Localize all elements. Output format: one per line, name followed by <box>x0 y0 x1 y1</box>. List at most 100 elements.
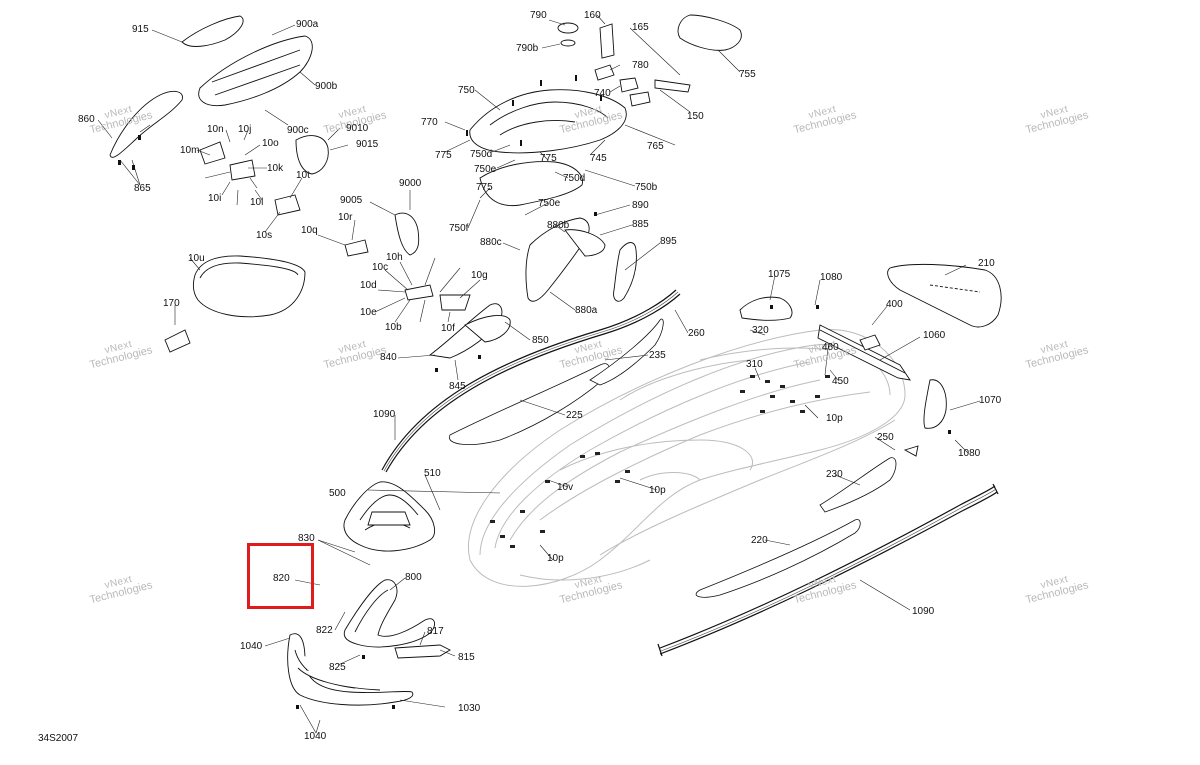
part-label[interactable]: 1040 <box>304 731 327 742</box>
part-label[interactable]: 880c <box>480 237 502 248</box>
part-label[interactable]: 817 <box>427 626 444 637</box>
part-label[interactable]: 1090 <box>373 409 396 420</box>
part-label[interactable]: 320 <box>752 325 769 336</box>
part-label[interactable]: 10d <box>360 280 377 291</box>
part-label[interactable]: 815 <box>458 652 475 663</box>
part-label[interactable]: 400 <box>886 299 903 310</box>
part-label[interactable]: 160 <box>584 10 601 21</box>
part-label[interactable]: 1080 <box>958 448 981 459</box>
part-label[interactable]: 10h <box>386 252 403 263</box>
part-label[interactable]: 750d <box>563 173 586 184</box>
part-label[interactable]: 750e <box>538 198 561 209</box>
part-label[interactable]: 830 <box>298 533 315 544</box>
part-label[interactable]: 10q <box>301 225 318 236</box>
part-label[interactable]: 790 <box>530 10 547 21</box>
part-label[interactable]: 890 <box>632 200 649 211</box>
part-label[interactable]: 230 <box>826 469 843 480</box>
part-label[interactable]: 10b <box>385 322 402 333</box>
part-label[interactable]: 9005 <box>340 195 363 206</box>
part-label[interactable]: 765 <box>647 141 664 152</box>
part-label[interactable]: 900c <box>287 125 309 136</box>
part-label[interactable]: 250 <box>877 432 894 443</box>
upper-left-parts <box>109 15 511 359</box>
part-label[interactable]: 750b <box>635 182 658 193</box>
part-label[interactable]: 845 <box>449 381 466 392</box>
part-label[interactable]: 915 <box>132 24 149 35</box>
part-label[interactable]: 170 <box>163 298 180 309</box>
part-label[interactable]: 1040 <box>240 641 263 652</box>
part-label[interactable]: 745 <box>590 153 607 164</box>
part-label[interactable]: 1070 <box>979 395 1002 406</box>
part-label[interactable]: 165 <box>632 22 649 33</box>
part-label[interactable]: 840 <box>380 352 397 363</box>
part-label[interactable]: 310 <box>746 359 763 370</box>
part-label[interactable]: 850 <box>532 335 549 346</box>
part-label[interactable]: 885 <box>632 219 649 230</box>
part-label[interactable]: 9010 <box>346 123 369 134</box>
part-label[interactable]: 10f <box>441 323 455 334</box>
part-label[interactable]: 225 <box>566 410 583 421</box>
part-label[interactable]: 750e <box>474 164 497 175</box>
part-label[interactable]: 740 <box>594 88 611 99</box>
part-label[interactable]: 1060 <box>923 330 946 341</box>
part-label[interactable]: 895 <box>660 236 677 247</box>
part-label[interactable]: 900a <box>296 19 319 30</box>
part-label[interactable]: 775 <box>476 182 493 193</box>
part-label[interactable]: 880b <box>547 220 570 231</box>
front-bumper <box>287 579 451 706</box>
part-label[interactable]: 10s <box>256 230 273 241</box>
part-label[interactable]: 10v <box>557 482 574 493</box>
part-label[interactable]: 755 <box>739 69 756 80</box>
part-label[interactable]: 10j <box>238 124 252 135</box>
part-label[interactable]: 460 <box>822 342 839 353</box>
part-label[interactable]: 10k <box>267 163 284 174</box>
part-label[interactable]: 750 <box>458 85 475 96</box>
part-label[interactable]: 865 <box>134 183 151 194</box>
part-label[interactable]: 10p <box>649 485 666 496</box>
part-label[interactable]: 775 <box>435 150 452 161</box>
part-label[interactable]: 1080 <box>820 272 843 283</box>
part-label[interactable]: 9015 <box>356 139 379 150</box>
part-label[interactable]: 10p <box>826 413 843 424</box>
part-label[interactable]: 1030 <box>458 703 481 714</box>
part-label[interactable]: 10e <box>360 307 377 318</box>
part-label[interactable]: 450 <box>832 376 849 387</box>
part-label[interactable]: 10n <box>207 124 224 135</box>
part-label[interactable]: 880a <box>575 305 598 316</box>
part-label[interactable]: 10g <box>471 270 488 281</box>
part-label[interactable]: 10m <box>180 145 200 156</box>
part-label[interactable]: 10l <box>250 197 264 208</box>
part-label[interactable]: 220 <box>751 535 768 546</box>
part-label[interactable]: 750f <box>449 223 469 234</box>
part-label[interactable]: 9000 <box>399 178 422 189</box>
part-label[interactable]: 10t <box>296 170 310 181</box>
part-label[interactable]: 10p <box>547 553 564 564</box>
part-label[interactable]: 822 <box>316 625 333 636</box>
part-label[interactable]: 800 <box>405 572 422 583</box>
part-label[interactable]: 210 <box>978 258 995 269</box>
part-label[interactable]: 500 <box>329 488 346 499</box>
part-label[interactable]: 825 <box>329 662 346 673</box>
part-label[interactable]: 790b <box>516 43 539 54</box>
part-label[interactable]: 235 <box>649 350 666 361</box>
part-label[interactable]: 780 <box>632 60 649 71</box>
part-label[interactable]: 1090 <box>912 606 935 617</box>
part-label[interactable]: 750d <box>470 149 493 160</box>
part-label-highlighted[interactable]: 820 <box>273 573 290 584</box>
part-label[interactable]: 10c <box>372 262 389 273</box>
leader-lines <box>97 14 981 734</box>
part-label[interactable]: 10u <box>188 253 205 264</box>
part-label[interactable]: 10i <box>208 193 222 204</box>
diagram-code: 34S2007 <box>38 733 79 744</box>
part-label[interactable]: 10o <box>262 138 279 149</box>
part-label[interactable]: 1075 <box>768 269 791 280</box>
part-label[interactable]: 775 <box>540 153 557 164</box>
part-label[interactable]: 860 <box>78 114 95 125</box>
part-label[interactable]: 510 <box>424 468 441 479</box>
part-label[interactable]: 150 <box>687 111 704 122</box>
part-label[interactable]: 10r <box>338 212 353 223</box>
part-label[interactable]: 900b <box>315 81 338 92</box>
part-label[interactable]: 770 <box>421 117 438 128</box>
part-label[interactable]: 260 <box>688 328 705 339</box>
